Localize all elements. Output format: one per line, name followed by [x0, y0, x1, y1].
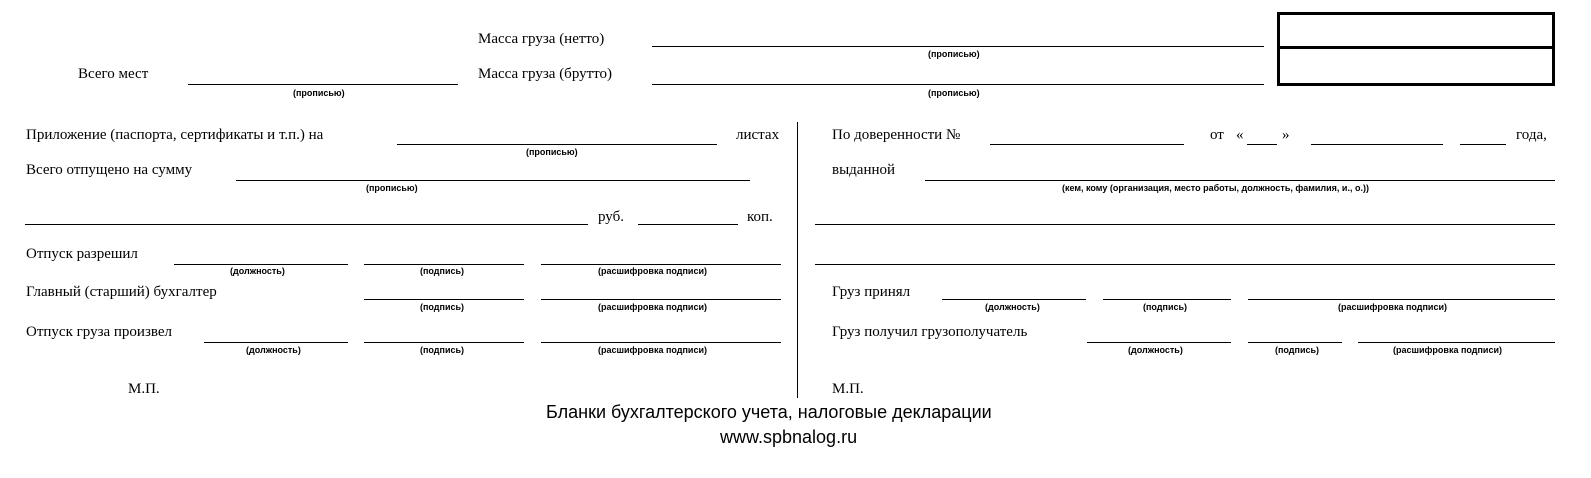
release-allowed-label: Отпуск разрешил: [26, 246, 138, 262]
cargo-received-label: Груз получил грузополучатель: [832, 324, 1028, 340]
quote-close: »: [1282, 127, 1290, 143]
rub-label: руб.: [598, 209, 624, 225]
release-made-decoding-caption: (расшифровка подписи): [598, 345, 707, 355]
release-allowed-position-line[interactable]: [174, 264, 348, 265]
chief-accountant-label: Главный (старший) бухгалтер: [26, 284, 217, 300]
accepted-position-caption: (должность): [985, 302, 1040, 312]
places-line[interactable]: [188, 84, 458, 85]
left-stamp-place: М.П.: [128, 381, 160, 397]
issued-line-3[interactable]: [815, 264, 1555, 265]
brutto-caption: (прописью): [928, 88, 980, 98]
quote-open: «: [1236, 127, 1244, 143]
issued-label: выданной: [832, 162, 896, 178]
accepted-signature-line[interactable]: [1103, 299, 1231, 300]
accepted-signature-caption: (подпись): [1143, 302, 1188, 312]
accepted-position-line[interactable]: [942, 299, 1086, 300]
received-position-line[interactable]: [1087, 342, 1231, 343]
chief-decoding-line[interactable]: [541, 299, 781, 300]
release-allowed-decoding-caption: (расшифровка подписи): [598, 266, 707, 276]
accepted-decoding-line[interactable]: [1248, 299, 1555, 300]
issued-caption: (кем, кому (организация, место работы, д…: [1062, 183, 1369, 193]
chief-signature-caption: (подпись): [420, 302, 465, 312]
total-line[interactable]: [236, 180, 750, 181]
proxy-label: По доверенности №: [832, 127, 961, 143]
netto-caption: (прописью): [928, 49, 980, 59]
footer-line-1: Бланки бухгалтерского учета, налоговые д…: [546, 402, 992, 422]
attachments-line[interactable]: [397, 144, 717, 145]
issued-line[interactable]: [925, 180, 1555, 181]
release-allowed-decoding-line[interactable]: [541, 264, 781, 265]
release-made-signature-caption: (подпись): [420, 345, 465, 355]
kop-line[interactable]: [638, 224, 738, 225]
release-allowed-signature-line[interactable]: [364, 264, 524, 265]
cargo-accepted-label: Груз принял: [832, 284, 911, 300]
proxy-number-line[interactable]: [990, 144, 1184, 145]
brutto-label: Масса груза (брутто): [478, 66, 613, 82]
from-label: от: [1210, 127, 1224, 143]
release-allowed-position-caption: (должность): [230, 266, 285, 276]
netto-label: Масса груза (нетто): [478, 31, 605, 47]
sheets-label: листах: [736, 127, 780, 143]
attachments-caption: (прописью): [526, 147, 578, 157]
brutto-line[interactable]: [652, 84, 1264, 85]
release-allowed-signature-caption: (подпись): [420, 266, 465, 276]
code-box-divider: [1280, 46, 1552, 49]
release-made-signature-line[interactable]: [364, 342, 524, 343]
proxy-day-line[interactable]: [1247, 144, 1277, 145]
chief-signature-line[interactable]: [364, 299, 524, 300]
release-made-position-line[interactable]: [204, 342, 348, 343]
received-signature-caption: (подпись): [1275, 345, 1320, 355]
places-label: Всего мест: [78, 66, 149, 82]
places-caption: (прописью): [293, 88, 345, 98]
chief-decoding-caption: (расшифровка подписи): [598, 302, 707, 312]
total-label: Всего отпущено на сумму: [26, 162, 193, 178]
received-signature-line[interactable]: [1248, 342, 1342, 343]
code-box: [1277, 12, 1555, 86]
issued-line-2[interactable]: [815, 224, 1555, 225]
total-caption: (прописью): [366, 183, 418, 193]
proxy-year-line[interactable]: [1460, 144, 1506, 145]
kop-label: коп.: [747, 209, 773, 225]
column-divider: [797, 122, 798, 398]
year-label: года,: [1516, 127, 1547, 143]
sum-line[interactable]: [25, 224, 588, 225]
received-position-caption: (должность): [1128, 345, 1183, 355]
release-made-label: Отпуск груза произвел: [26, 324, 173, 340]
release-made-position-caption: (должность): [246, 345, 301, 355]
proxy-month-line[interactable]: [1311, 144, 1443, 145]
received-decoding-caption: (расшифровка подписи): [1393, 345, 1502, 355]
netto-line[interactable]: [652, 46, 1264, 47]
attachments-label: Приложение (паспорта, сертификаты и т.п.…: [26, 127, 324, 143]
received-decoding-line[interactable]: [1358, 342, 1555, 343]
release-made-decoding-line[interactable]: [541, 342, 781, 343]
accepted-decoding-caption: (расшифровка подписи): [1338, 302, 1447, 312]
footer-url[interactable]: www.spbnalog.ru: [720, 427, 858, 447]
right-stamp-place: М.П.: [832, 381, 864, 397]
